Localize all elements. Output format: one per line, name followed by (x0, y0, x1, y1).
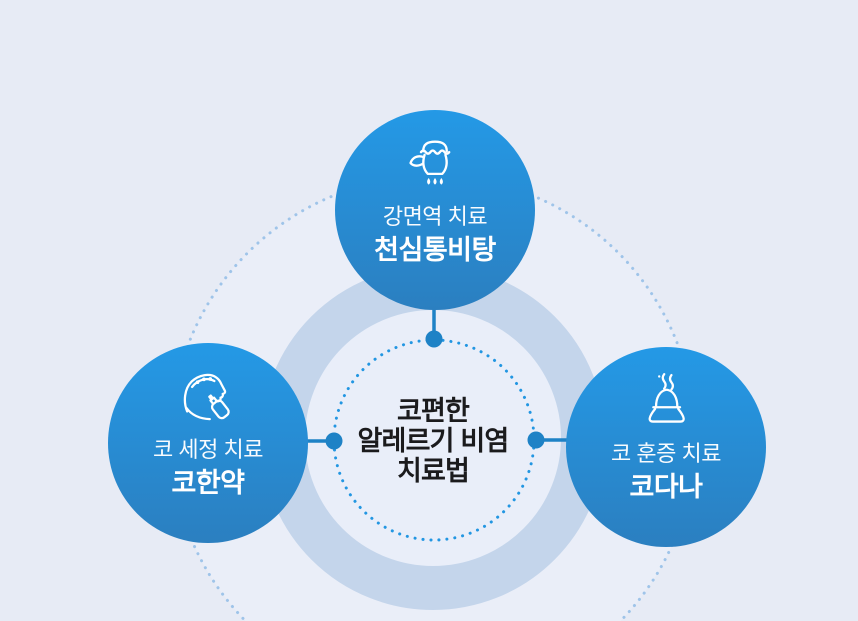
node-label: 코 세정 치료 (153, 437, 263, 462)
node-nasal-cleansing-treatment: 코 세정 치료 코한약 (108, 343, 308, 543)
connector-dot-top (425, 330, 443, 348)
herbal-medicine-pot-icon (409, 140, 451, 185)
center-title-line3: 치료법 (396, 456, 470, 486)
center-title-line1: 코편한 (396, 396, 470, 426)
node-label: 코 훈증 치료 (611, 441, 721, 466)
steam-line (661, 373, 667, 390)
node-label: 강면역 치료 (382, 204, 488, 229)
flame-drops (427, 177, 443, 185)
spray-bottle (208, 394, 230, 420)
spray-particles (195, 377, 213, 385)
connector-dot-left (325, 432, 343, 450)
center-title: 코편한 알레르기 비염 치료법 (283, 396, 583, 486)
connector-dot-right (527, 431, 545, 449)
node-name: 코한약 (171, 468, 245, 498)
nasal-spray-icon (183, 373, 230, 421)
node-nasal-fumigation-treatment: 코 훈증 치료 코다나 (566, 347, 766, 547)
connector-dots (325, 330, 545, 450)
steam-fumigation-icon (648, 373, 685, 423)
node-immune-treatment: 강면역 치료 천심통비탕 (335, 110, 535, 310)
center-title-line2: 알레르기 비염 (357, 426, 510, 456)
steam-line (668, 373, 675, 391)
node-name: 코다나 (629, 472, 703, 502)
node-name: 천심통비탕 (374, 235, 496, 265)
